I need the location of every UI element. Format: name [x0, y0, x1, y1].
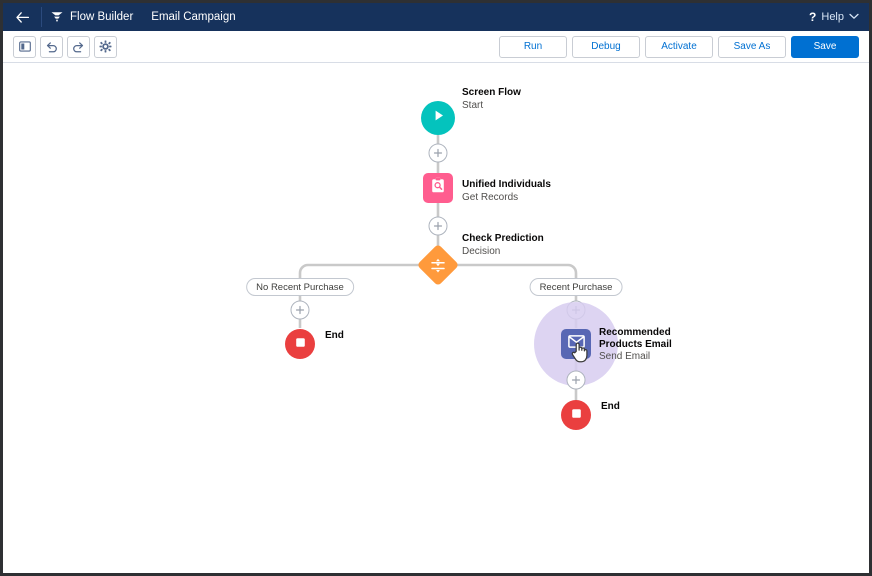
flow-node-get-records-title: Unified Individuals [462, 179, 551, 190]
flow-node-decision[interactable] [416, 243, 460, 287]
document-title[interactable]: Email Campaign [151, 11, 236, 23]
flow-node-start-label: Screen Flow Start [462, 87, 521, 112]
stop-icon [295, 335, 306, 353]
app-brand-label: Flow Builder [70, 11, 134, 23]
end-node-circle-right[interactable] [561, 400, 591, 430]
end-node-circle-left[interactable] [285, 329, 315, 359]
flow-diagram: Screen Flow Start [3, 63, 869, 573]
add-element-button-1[interactable] [428, 143, 448, 163]
flow-node-end-left-label: End [325, 330, 344, 343]
plus-icon [433, 144, 443, 162]
flow-builder-icon [50, 10, 64, 24]
flow-node-send-email-label: Recommended Products Email Send Email [599, 327, 683, 363]
add-element-button-2[interactable] [428, 216, 448, 236]
flow-node-end-left-title: End [325, 330, 344, 341]
debug-button[interactable]: Debug [572, 35, 640, 58]
envelope-icon [567, 335, 585, 353]
flow-node-get-records-label: Unified Individuals Get Records [462, 179, 551, 204]
header-divider [41, 7, 42, 27]
global-header: Flow Builder Email Campaign ? Help [3, 3, 869, 31]
plus-icon [295, 301, 305, 319]
flow-node-decision-title: Check Prediction [462, 233, 544, 244]
flow-node-send-email[interactable] [561, 329, 591, 359]
back-button[interactable] [11, 7, 33, 27]
activate-button[interactable]: Activate [645, 35, 713, 58]
play-icon [431, 108, 446, 128]
flow-node-start-subtitle: Start [462, 99, 484, 111]
flow-connectors [298, 135, 578, 407]
app-brand[interactable]: Flow Builder [50, 10, 133, 24]
toolbar-actions: Run Debug Activate Save As Save [499, 35, 859, 58]
question-mark-icon: ? [809, 10, 817, 24]
decision-node-diamond[interactable] [416, 243, 460, 287]
toolbar-icon-group [13, 35, 117, 58]
flow-node-send-email-title: Recommended Products Email [599, 327, 672, 350]
branch-label-recent-purchase[interactable]: Recent Purchase [529, 278, 623, 296]
help-menu[interactable]: ? Help [809, 10, 859, 24]
toggle-left-panel-icon[interactable] [13, 35, 36, 58]
flow-node-send-email-subtitle: Send Email [599, 351, 651, 362]
add-element-button-3[interactable] [290, 300, 310, 320]
plus-icon [433, 217, 443, 235]
chevron-down-icon [849, 11, 859, 23]
flow-node-decision-label: Check Prediction Decision [462, 233, 544, 258]
flow-node-decision-subtitle: Decision [462, 245, 501, 257]
toolbar: Run Debug Activate Save As Save [3, 31, 869, 63]
flow-node-end-right-title: End [601, 401, 620, 412]
flow-node-end-right[interactable] [561, 400, 591, 430]
arrow-left-icon [15, 11, 29, 23]
send-email-node-icon-box[interactable] [561, 329, 591, 359]
get-records-icon [430, 177, 446, 199]
stop-icon [571, 406, 582, 424]
redo-icon[interactable] [67, 35, 90, 58]
start-node-circle[interactable] [421, 101, 455, 135]
flow-canvas[interactable]: Screen Flow Start [3, 63, 869, 573]
gear-icon[interactable] [94, 35, 117, 58]
flow-node-get-records-subtitle: Get Records [462, 191, 519, 203]
flow-node-start-title: Screen Flow [462, 87, 521, 98]
flow-node-start[interactable] [421, 101, 455, 135]
plus-icon [571, 371, 581, 389]
help-label: Help [821, 11, 844, 23]
decision-icon [430, 257, 447, 274]
get-records-node-icon-box[interactable] [423, 173, 453, 203]
flow-node-get-records[interactable] [423, 173, 453, 203]
save-button[interactable]: Save [791, 35, 859, 58]
flow-node-end-right-label: End [601, 401, 620, 414]
run-button[interactable]: Run [499, 35, 567, 58]
flow-node-end-left[interactable] [285, 329, 315, 359]
save-as-button[interactable]: Save As [718, 35, 786, 58]
add-element-button-5[interactable] [566, 370, 586, 390]
branch-label-no-recent-purchase[interactable]: No Recent Purchase [246, 278, 354, 296]
undo-icon[interactable] [40, 35, 63, 58]
